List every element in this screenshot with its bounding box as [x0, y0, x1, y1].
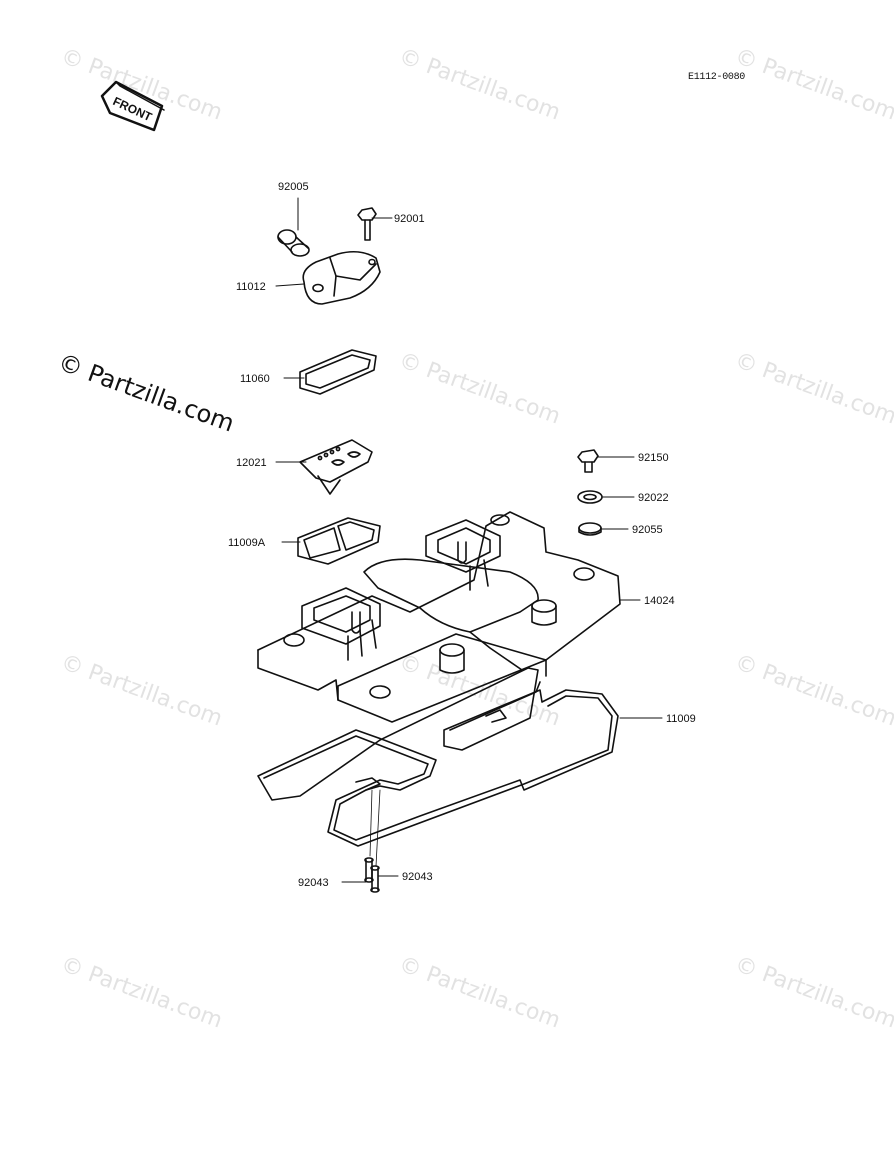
- part-bolt: [357, 207, 377, 241]
- part-main-gasket: [257, 667, 619, 847]
- part-label: 92150: [638, 452, 669, 464]
- part-dowel-right: [370, 789, 381, 893]
- part-label: 11060: [240, 373, 270, 385]
- part-label: 92043: [298, 877, 329, 889]
- part-plug: [277, 229, 310, 257]
- part-gasket-11009a: [297, 517, 381, 565]
- part-bolt-92150: [577, 449, 599, 473]
- part-labels: 92005 92001 11012 11060 12021 11009A 921…: [228, 181, 696, 889]
- part-label: 92043: [402, 871, 433, 883]
- part-label: 11009A: [228, 537, 266, 549]
- part-label: 92005: [278, 181, 309, 193]
- front-arrow-icon: FRONT: [100, 80, 165, 132]
- leader-lines: [275, 197, 663, 883]
- part-label: 92001: [394, 213, 425, 225]
- part-label: 14024: [644, 595, 675, 607]
- part-label: 11012: [236, 281, 266, 293]
- part-gasket-11060: [299, 349, 377, 395]
- reference-code: E1112-0080: [688, 72, 746, 83]
- part-label: 92055: [632, 524, 663, 536]
- part-breather-cover: [302, 250, 381, 305]
- part-grommet: [578, 522, 602, 536]
- part-washer: [577, 490, 603, 504]
- part-reed-plate: [299, 439, 373, 495]
- part-label: 92022: [638, 492, 669, 504]
- part-head-cover: [257, 511, 621, 723]
- part-label: 11009: [666, 713, 696, 725]
- part-label: 12021: [236, 457, 267, 469]
